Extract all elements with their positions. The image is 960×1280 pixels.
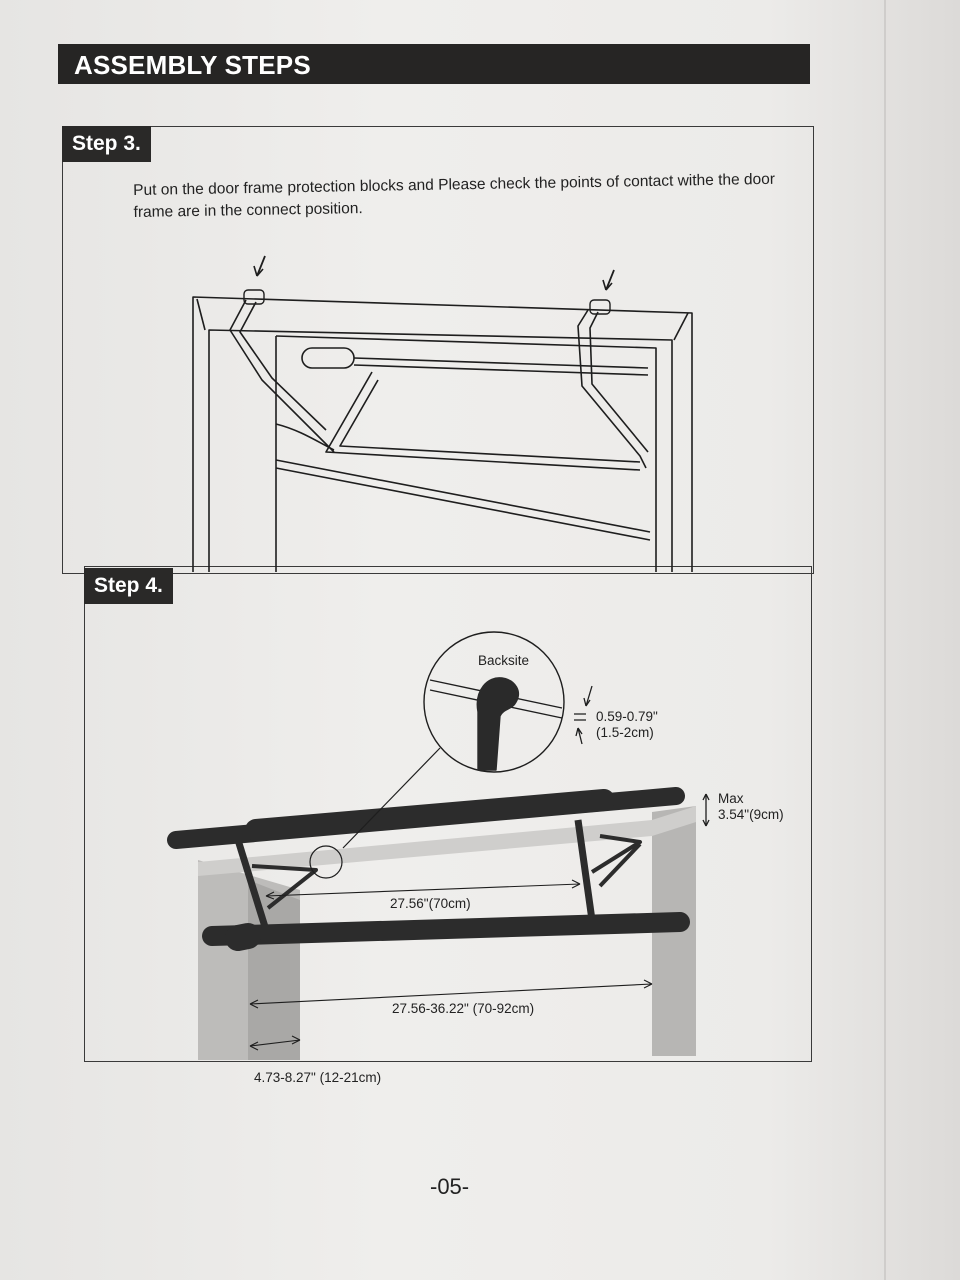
step4-tag: Step 4. bbox=[84, 568, 173, 604]
section-header: ASSEMBLY STEPS bbox=[58, 44, 810, 84]
protection-block-right bbox=[589, 299, 611, 315]
inner-width-label: 27.56"(70cm) bbox=[390, 896, 471, 911]
pull-up-bar-step4 bbox=[167, 787, 690, 951]
thickness-metric-label: (1.5-2cm) bbox=[596, 725, 654, 740]
max-value-label: 3.54"(9cm) bbox=[718, 807, 784, 822]
page-number: -05- bbox=[430, 1174, 470, 1199]
step3-panel bbox=[62, 126, 814, 574]
max-dimension-arrow bbox=[702, 793, 710, 827]
contact-arrow-left bbox=[253, 255, 266, 277]
frame-depth-dimension bbox=[249, 1035, 301, 1051]
door-frame-illustration bbox=[192, 296, 693, 572]
door-width-dimension bbox=[249, 979, 653, 1009]
backsite-detail-magnifier bbox=[423, 631, 565, 773]
step4-panel bbox=[84, 566, 812, 1062]
inner-width-dimension bbox=[265, 879, 581, 900]
door-top-band bbox=[198, 806, 696, 876]
max-label: Max bbox=[718, 791, 744, 806]
contact-arrow-right bbox=[602, 269, 615, 291]
backsite-label: Backsite bbox=[478, 653, 530, 668]
thickness-imperial-label: 0.59-0.79" bbox=[596, 709, 658, 724]
door-width-label: 27.56-36.22" (70-92cm) bbox=[392, 1001, 535, 1016]
frame-depth-label: 4.73-8.27" (12-21cm) bbox=[254, 1070, 382, 1085]
door-frame-side-left bbox=[198, 860, 300, 1060]
page-edge bbox=[884, 0, 886, 1280]
step3-tag: Step 3. bbox=[62, 126, 151, 162]
detail-callout-circle-small bbox=[309, 747, 441, 879]
thickness-dimension bbox=[574, 685, 593, 745]
protection-block-left bbox=[243, 289, 265, 305]
pull-up-bar-step3 bbox=[229, 299, 651, 541]
